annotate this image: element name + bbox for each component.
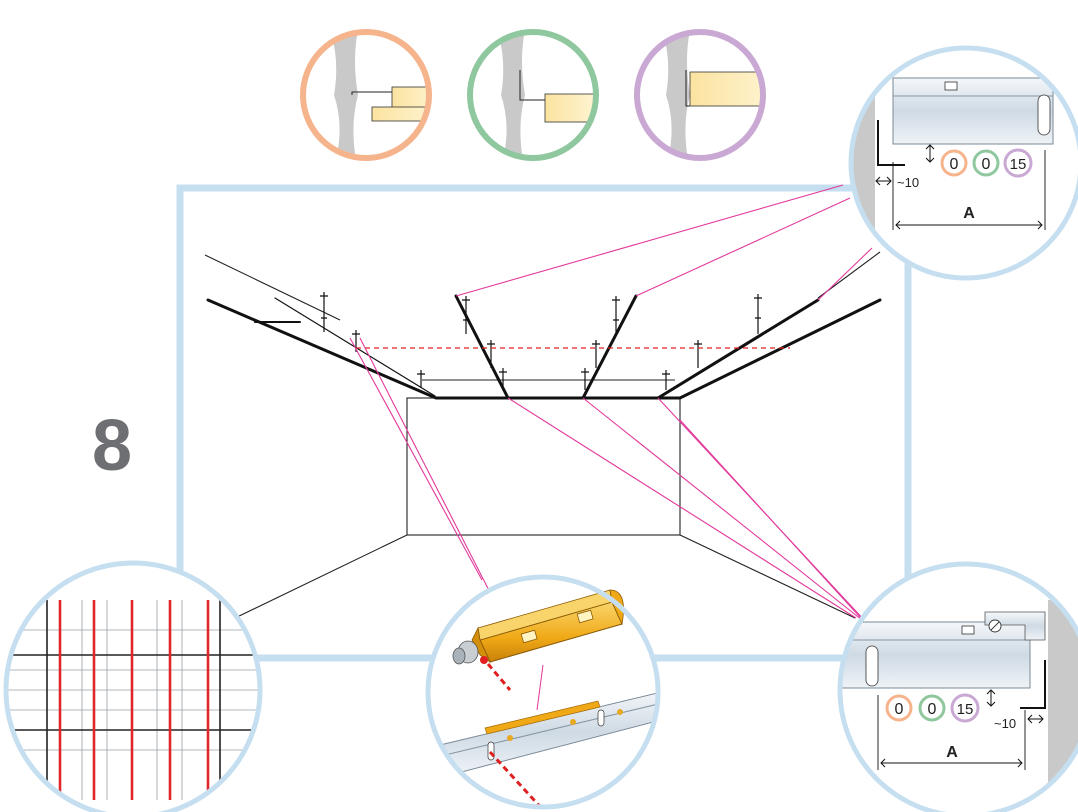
detail-top-right: 0 0 15 ~10 A <box>848 45 1078 281</box>
ceiling-rails <box>206 294 882 400</box>
dimension-label: A <box>963 205 975 222</box>
wall-texture <box>330 32 358 158</box>
square-edge-panel-icon <box>519 70 596 123</box>
rail-profile <box>892 77 1054 145</box>
wall-texture <box>662 32 690 158</box>
value-orange: 0 <box>950 156 959 173</box>
leader-lines <box>349 184 873 701</box>
stepped-edge-profile-icon <box>351 86 429 122</box>
detail-grid <box>3 560 263 812</box>
option-purple <box>634 29 766 161</box>
wall-section <box>851 48 875 278</box>
flush-panel-icon <box>685 70 763 107</box>
value-green: 0 <box>982 156 991 173</box>
value-purple: 15 <box>957 701 974 718</box>
value-green: 0 <box>928 701 937 718</box>
wall-texture <box>497 32 525 158</box>
room-perspective-icon <box>204 251 881 619</box>
step-number: 8 <box>92 406 132 486</box>
gap-label: ~10 <box>897 175 919 190</box>
detail-bottom-right: 0 0 15 ~10 A <box>837 561 1078 812</box>
value-purple: 15 <box>1010 156 1027 173</box>
hanger-icons <box>320 292 762 390</box>
option-green <box>467 29 599 161</box>
detail-laser-tool <box>425 574 661 810</box>
value-orange: 0 <box>895 701 904 718</box>
gap-label: ~10 <box>994 716 1016 731</box>
dimension-label: A <box>946 744 958 761</box>
option-orange <box>300 29 432 161</box>
ceiling-grid-icon <box>6 600 260 800</box>
